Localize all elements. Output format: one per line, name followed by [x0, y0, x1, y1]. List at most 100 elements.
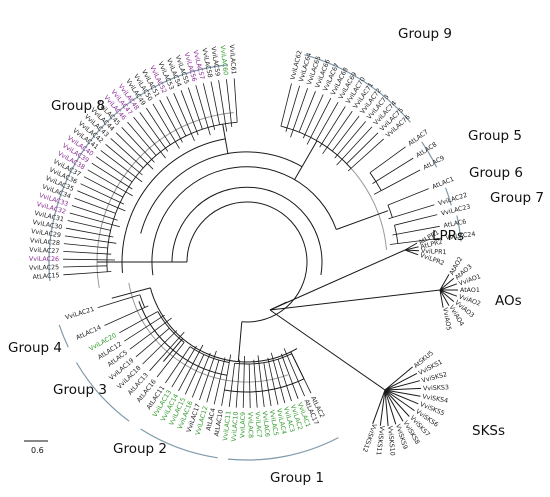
leaf-branch — [253, 359, 258, 408]
leaf-label: VviLAC9 — [239, 412, 247, 438]
leaf-branch — [248, 363, 251, 409]
ao-branch — [439, 283, 458, 291]
skss-label: SKSs — [472, 423, 505, 439]
grey-arcs — [96, 112, 387, 393]
sks-branch — [372, 389, 386, 424]
leaf-label: VviLAC25 — [29, 264, 59, 272]
leaf-branch — [135, 327, 170, 358]
group3-clade-arc — [157, 311, 185, 343]
leaf-branch — [218, 80, 228, 132]
backbone-arc — [316, 140, 387, 250]
leaf-branch — [127, 121, 157, 156]
leaf-branch — [392, 225, 440, 236]
leaf-branch — [105, 143, 143, 176]
backbone-arc — [224, 378, 305, 393]
leaf-labels: VviLAC61VviLAC60VviLAC59VviLAC58VviLAC57… — [29, 44, 482, 456]
leaf-branch — [267, 357, 279, 405]
leaf-branch — [221, 354, 232, 406]
group1-clade-arc — [234, 353, 292, 365]
ao-branch — [439, 278, 455, 291]
leaf-label: VviSKS4 — [422, 393, 449, 404]
leaf-branch — [290, 88, 308, 138]
leaf-branch — [62, 258, 116, 261]
leaf-label: VviLAC6 — [261, 411, 271, 438]
leaf-label: VviLAC24 — [445, 231, 476, 242]
leaf-label: AtLPR2 — [420, 239, 443, 251]
backbone-arc — [121, 138, 226, 273]
group-8-label: Group 8 — [51, 98, 105, 114]
leaf-branch — [104, 305, 149, 326]
leaf-branch — [263, 362, 272, 407]
leaf-branch — [63, 251, 112, 255]
leaf-branch — [159, 99, 183, 143]
leaf-branch — [270, 352, 286, 404]
group8-clade-arc — [106, 121, 238, 272]
leaf-branch — [80, 183, 125, 205]
ao-branch — [439, 289, 455, 302]
leaf-branch — [191, 352, 211, 398]
leaf-branch — [315, 102, 339, 141]
leaf-branch — [184, 354, 205, 395]
leaf-branch — [322, 110, 353, 155]
leaf-branch — [199, 350, 217, 401]
backbone-connector — [111, 287, 151, 299]
leaf-label: VviSKS3 — [423, 384, 449, 392]
leaf-branch — [302, 94, 324, 139]
leaf-label: VviLAC8 — [246, 412, 254, 438]
sks-branch — [384, 380, 420, 391]
leaf-branch — [213, 357, 226, 405]
leaf-label: VviLAC29 — [31, 228, 62, 239]
lprs-label: LPRs — [432, 228, 464, 244]
leaf-branch — [77, 190, 126, 212]
leaf-label: AtLAC14 — [75, 324, 102, 341]
backbone-connector — [237, 321, 243, 362]
leaf-branch — [152, 103, 180, 149]
tree-branches — [62, 78, 458, 426]
leaf-branch — [280, 83, 292, 127]
leaf-label: VviLAC10 — [231, 411, 240, 441]
leaf-branch — [74, 197, 116, 214]
leaf-branch — [319, 106, 346, 148]
leaf-branch — [388, 204, 435, 220]
leaf-label: VviLAC60 — [219, 45, 229, 76]
leaf-branch — [63, 265, 108, 268]
sks-branch — [384, 389, 421, 397]
leaf-branch — [166, 96, 187, 137]
group-4-label: Group 4 — [8, 340, 62, 356]
leaf-branch — [280, 353, 299, 399]
leaf-branch — [64, 235, 117, 244]
group-9-label: Group 9 — [398, 26, 452, 42]
sks-stem — [269, 309, 386, 391]
group4-bracket — [58, 324, 69, 348]
leaf-label: AtLAC7 — [407, 128, 430, 147]
leaf-branch — [242, 355, 245, 408]
backbone-arc — [151, 166, 337, 276]
leaf-branch — [178, 344, 204, 392]
leaf-branch — [334, 121, 367, 159]
leaf-branch — [171, 345, 197, 388]
leaf-label: AtLAC8 — [415, 141, 438, 159]
aos-label: AOs — [495, 293, 522, 309]
group-1-label: Group 1 — [270, 470, 324, 486]
leaf-branch — [63, 243, 108, 249]
leaf-branch — [235, 359, 241, 408]
leaf-branch — [129, 317, 172, 350]
group1-bracket — [227, 437, 339, 461]
leaf-branch — [285, 85, 300, 132]
leaf-branch — [226, 79, 233, 127]
leaf-branch — [67, 220, 111, 231]
leaf-branch — [63, 271, 112, 276]
sks-branch — [384, 366, 413, 391]
leaf-label: VviSKS10 — [386, 426, 396, 456]
leaf-label: AtLAC1 — [431, 176, 455, 191]
sks-branch — [384, 389, 415, 412]
leaf-branch — [389, 237, 442, 245]
group5-bracket — [421, 141, 438, 168]
leaf-branch — [202, 83, 216, 130]
backbone-connector — [336, 210, 389, 230]
ao-branch — [439, 289, 444, 308]
leaf-branch — [394, 214, 438, 226]
sks-branch — [379, 389, 386, 426]
group6-bracket — [445, 187, 452, 206]
